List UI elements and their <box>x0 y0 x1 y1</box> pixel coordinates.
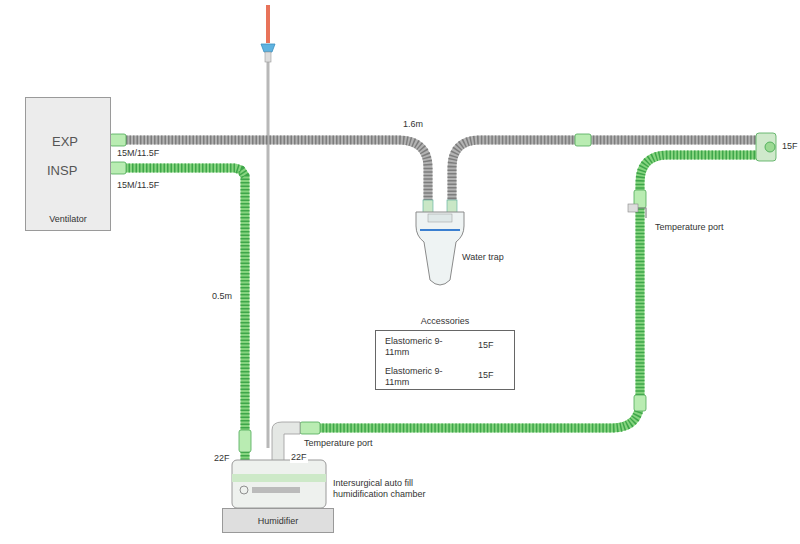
connector-size: 22F <box>214 453 230 464</box>
spike-collar <box>265 52 271 62</box>
tube-length: 0.5m <box>212 291 232 302</box>
connector-size: 15F <box>478 340 494 351</box>
accessory-name: Elastomeric 9-11mm <box>385 366 445 388</box>
part-name: Temperature port <box>303 438 374 449</box>
humidification-chamber <box>232 422 326 508</box>
accessory-name: Elastomeric 9-11mm <box>385 336 445 358</box>
water-spike <box>266 5 270 43</box>
tube-ribs <box>111 168 245 508</box>
humidifier-box: Humidifier <box>222 508 334 533</box>
connector-size: 15F <box>478 370 494 381</box>
temperature-port <box>628 204 646 218</box>
connector-size: 15M/11.5F <box>117 148 159 159</box>
port-name: EXP <box>52 134 78 149</box>
expiratory-tube <box>112 140 760 206</box>
patient-wye <box>756 133 776 161</box>
tube-length: 1.6m <box>403 119 423 130</box>
node-title: Humidifier <box>258 515 299 527</box>
breathing-tube <box>111 168 245 508</box>
part-name: Intersurgical auto fill humidification c… <box>333 478 439 500</box>
node-title: Accessories <box>421 315 470 327</box>
connector-size: 22F <box>290 452 308 463</box>
water-trap <box>416 200 464 285</box>
spike-connector <box>261 44 275 52</box>
inspiratory-tube <box>316 155 762 428</box>
connector-size: 15M/11.5F <box>117 180 159 191</box>
water-feed-line <box>267 48 270 448</box>
node-title: Ventilator <box>49 213 87 225</box>
part-name: Temperature port <box>655 222 724 233</box>
connector-size: 15F <box>782 141 798 152</box>
port-name: INSP <box>47 163 77 178</box>
tube-body <box>111 168 245 508</box>
part-name: Water trap <box>462 252 504 263</box>
tube-cuffs <box>110 134 646 452</box>
